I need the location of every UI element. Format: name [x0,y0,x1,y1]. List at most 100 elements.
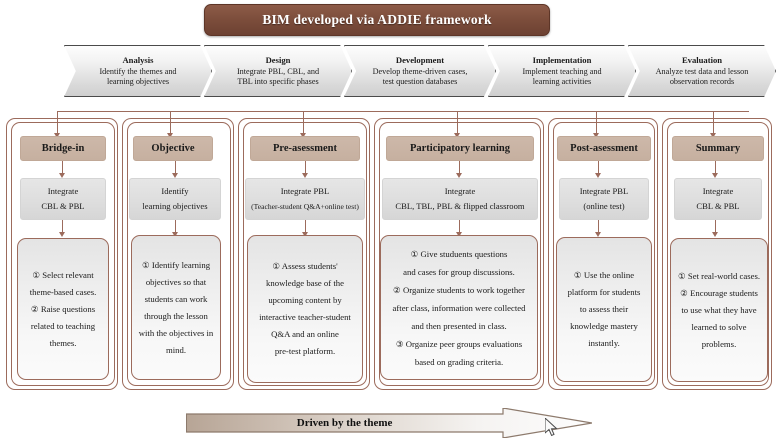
link-mid-detail-3 [305,220,307,234]
link-mid-detail-6 [715,220,717,234]
addie-phase-name: Implementation [532,54,592,65]
method-line-2: learning objectives [142,201,208,211]
link-hdr-mid-6 [715,161,717,175]
link-hdr-mid-1 [62,161,64,175]
addie-phase-desc: Develop theme-driven cases,test question… [372,66,468,87]
method-box-summary: Integrate CBL & PBL [674,178,762,220]
link-mid-detail-1 [62,220,64,234]
stage-header-bridge-in[interactable]: Bridge-in [20,136,106,161]
column-inner-pre-assessment [243,122,367,386]
activity-text: ① Set real-world cases.② Encourage stude… [677,270,761,349]
link-mid-detail-4 [459,220,461,234]
driven-by-theme-arrow: Driven by the theme [186,408,592,438]
addie-phase-name: Evaluation [681,54,723,65]
connector-drop-2 [170,111,172,135]
stage-header-label: Post-asessment [570,143,638,154]
diagram-title-text: BIM developed via ADDIE framework [262,12,492,27]
stage-header-post-assessment[interactable]: Post-asessment [557,136,651,161]
column-inner-post-assessment [553,122,655,386]
link-mid-detail-arrow-1 [58,232,65,237]
link-mid-detail-arrow-3 [301,232,308,237]
connector-drop-6 [713,111,715,135]
column-frame-objective [122,118,234,390]
link-hdr-mid-4 [459,161,461,175]
link-mid-detail-5 [598,220,600,234]
addie-phase-name: Design [265,54,291,65]
column-frame-bridge-in [6,118,118,390]
stage-header-summary[interactable]: Summary [672,136,764,161]
column-frame-post-assessment [548,118,658,390]
method-line-1: Integrate [702,186,734,196]
method-line-2: CBL & PBL [41,201,85,211]
method-box-participatory-learning: Integrate CBL, TBL, PBL & flipped classr… [382,178,538,220]
method-line-1: Integrate PBL [579,186,629,196]
column-inner-objective [127,122,231,386]
connector-drop-4 [457,111,459,135]
connector-arrowhead-5 [592,133,599,138]
method-box-bridge-in: Integrate CBL & PBL [20,178,106,220]
stage-header-participatory-learning[interactable]: Participatory learning [386,136,534,161]
addie-phase-name: Analysis [122,54,154,65]
method-line-1: Integrate PBL [280,186,330,196]
link-hdr-mid-3 [305,161,307,175]
link-mid-detail-arrow-6 [711,232,718,237]
link-hdr-mid-arrow-5 [594,173,601,178]
method-line-1: Integrate [444,186,476,196]
method-line-1: Identify [161,186,189,196]
driven-by-theme-label: Driven by the theme [296,417,393,429]
addie-phase-name: Development [395,54,445,65]
link-hdr-mid-arrow-6 [711,173,718,178]
link-hdr-mid-arrow-1 [58,173,65,178]
link-hdr-mid-5 [598,161,600,175]
method-box-objective: Identify learning objectives [129,178,221,220]
method-box-post-assessment: Integrate PBL (online test) [559,178,649,220]
stage-header-label: Participatory learning [409,143,511,154]
connector-arrowhead-1 [53,133,60,138]
stage-header-pre-assessment[interactable]: Pre-asessment [250,136,360,161]
stage-header-objective[interactable]: Objective [133,136,213,161]
link-mid-detail-2 [175,220,177,234]
method-line-1: Integrate [47,186,79,196]
connector-arrowhead-2 [166,133,173,138]
link-mid-detail-arrow-5 [594,232,601,237]
column-inner-summary [667,122,769,386]
connector-drop-3 [303,111,305,135]
connector-bus-horizontal [57,111,749,113]
column-frame-pre-assessment [238,118,370,390]
column-frame-summary [662,118,772,390]
stage-header-label: Summary [695,143,741,154]
connector-arrowhead-6 [709,133,716,138]
connector-arrowhead-4 [453,133,460,138]
connector-drop-5 [596,111,598,135]
mouse-cursor-icon [545,418,558,437]
link-hdr-mid-arrow-2 [171,173,178,178]
method-line-2: CBL & PBL [696,201,740,211]
stage-header-label: Pre-asessment [273,143,337,154]
link-hdr-mid-arrow-3 [301,173,308,178]
stage-header-label: Objective [151,143,195,154]
diagram-title-banner: BIM developed via ADDIE framework [204,4,550,36]
link-mid-detail-arrow-2 [171,232,178,237]
column-inner-participatory-learning [379,122,541,386]
addie-phase-development: Development Develop theme-driven cases,t… [344,45,496,97]
column-frame-participatory-learning [374,118,544,390]
link-hdr-mid-arrow-4 [455,173,462,178]
connector-arrowhead-3 [299,133,306,138]
